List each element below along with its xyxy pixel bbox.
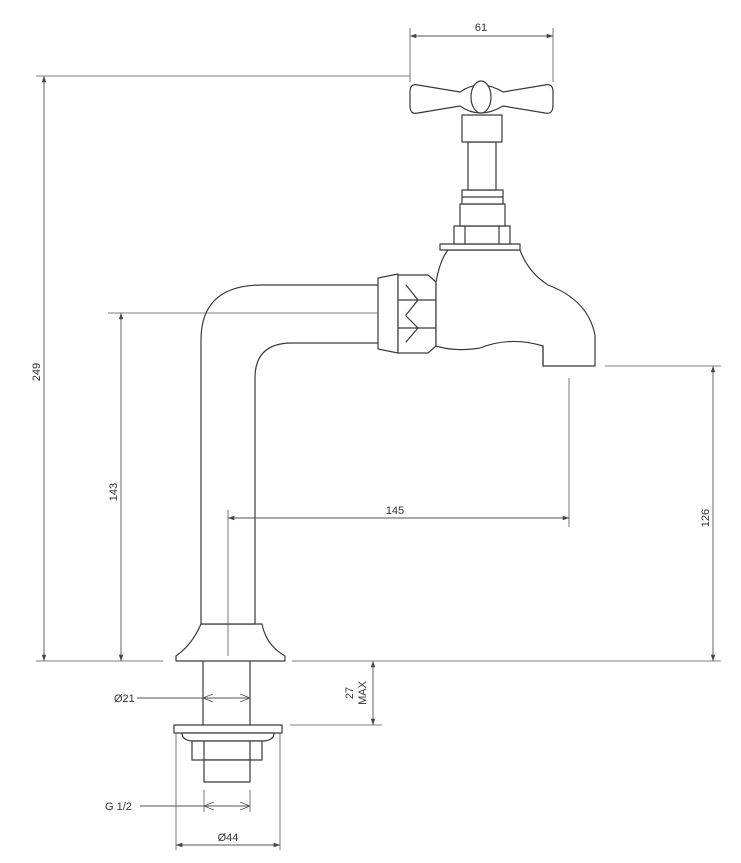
- headwork-collar: [459, 203, 506, 227]
- handle-boss: [470, 80, 492, 114]
- hex-nut: [397, 274, 437, 354]
- headwork-hex: [453, 225, 511, 245]
- handle-hub: [461, 114, 503, 143]
- bonnet: [439, 243, 521, 251]
- washer: [173, 724, 283, 734]
- label-outlet-height: 126: [700, 509, 712, 527]
- label-base-diameter: Ø44: [218, 832, 239, 844]
- dimension-labels: 61 249 143 126 145 27 MAX Ø21 G 1/2 Ø44: [31, 22, 712, 844]
- label-handle-width: 61: [475, 22, 487, 34]
- backnut: [181, 732, 275, 742]
- label-reach: 145: [386, 505, 404, 517]
- spindle: [467, 141, 497, 191]
- tap-body: [173, 80, 596, 783]
- label-shank-diameter: Ø21: [114, 693, 135, 705]
- dimension-lines: [36, 28, 721, 850]
- shank: [202, 660, 251, 726]
- label-thread: G 1/2: [105, 801, 132, 813]
- label-body-height: 143: [108, 483, 120, 501]
- base-flange: [175, 623, 286, 662]
- label-shank-max: MAX: [357, 680, 369, 705]
- connector-tail: [203, 759, 251, 783]
- connector-hex: [191, 740, 263, 761]
- label-shank-length: 27: [344, 687, 356, 699]
- valve-body: [435, 249, 596, 367]
- label-overall-height: 249: [31, 363, 43, 381]
- coupling-nut: [377, 273, 399, 354]
